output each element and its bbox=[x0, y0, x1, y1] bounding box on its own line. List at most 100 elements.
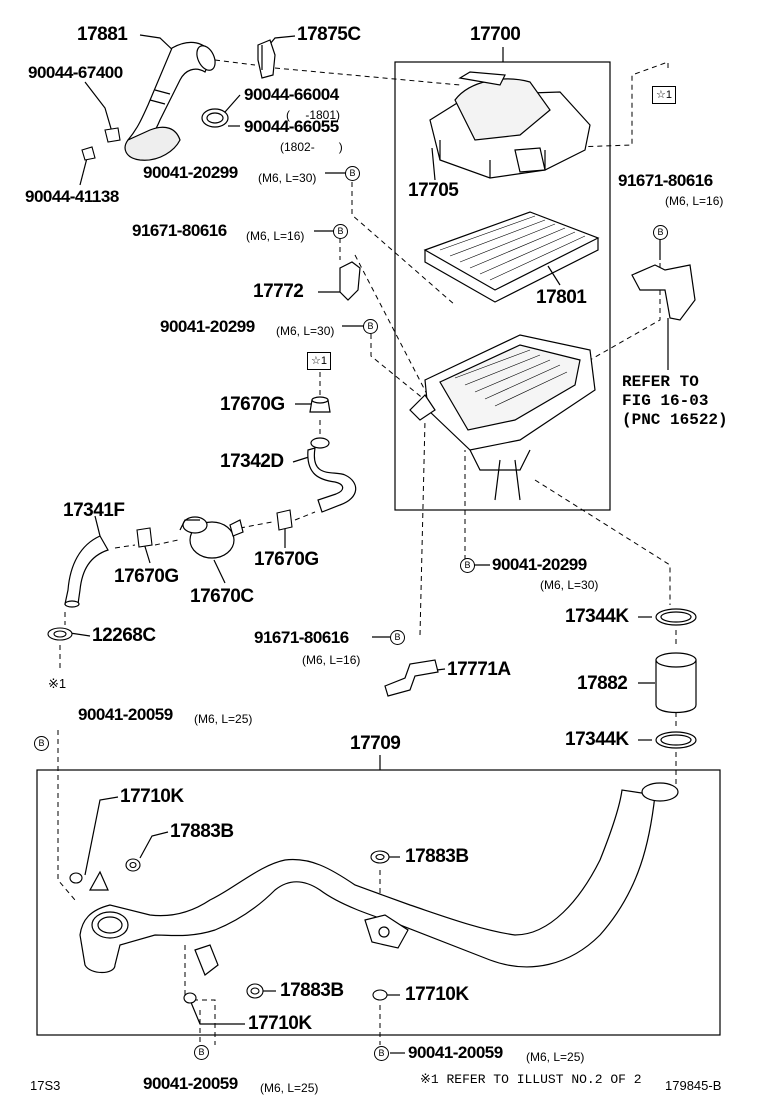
clamp-17344K-upper bbox=[655, 608, 697, 626]
label-90044-66055: 90044-66055 bbox=[244, 117, 339, 136]
label-91671-80616-a-spec: (M6, L=16) bbox=[665, 194, 724, 208]
label-90044-67400: 90044-67400 bbox=[28, 63, 123, 82]
clip-90044-67400 bbox=[104, 127, 121, 143]
dash-bracket-to-box bbox=[354, 254, 431, 401]
label-90041-20059-c-spec: (M6, L=25) bbox=[260, 1081, 319, 1095]
cap-17670G bbox=[309, 396, 331, 413]
leader-17341F bbox=[94, 515, 101, 537]
inlet-duct-17709 bbox=[79, 782, 679, 976]
dash-91671-right-to-box bbox=[589, 245, 661, 361]
label-17710K-a: 17710K bbox=[120, 786, 184, 807]
leader-90044-41138 bbox=[79, 157, 88, 186]
label-91671-80616-a: 91671-80616 bbox=[618, 171, 713, 190]
label-90041-20299-c: 90041-20299 bbox=[492, 555, 587, 574]
footer-left-code: 17S3 bbox=[30, 1078, 61, 1093]
clip-17875C bbox=[257, 39, 276, 79]
label-17344K-b: 17344K bbox=[565, 729, 629, 750]
dash-lower-left bbox=[184, 945, 216, 1045]
label-17772: 17772 bbox=[253, 281, 304, 302]
label-91671-80616-b: 91671-80616 bbox=[132, 221, 227, 240]
label-90041-20059-a-spec: (M6, L=25) bbox=[194, 712, 253, 726]
clamp-90044-66004 bbox=[201, 108, 229, 128]
label-90041-20059-a: 90041-20059 bbox=[78, 705, 173, 724]
label-90041-20299-a-spec: (M6, L=30) bbox=[258, 171, 317, 185]
inlet-duct-box-frame bbox=[36, 769, 721, 1036]
label-12268C: 12268C bbox=[92, 625, 156, 646]
hose-17342D bbox=[307, 437, 357, 513]
leader-17710K-c bbox=[189, 999, 245, 1025]
hose-17882 bbox=[655, 652, 697, 714]
clip-17710K-a bbox=[69, 872, 83, 884]
bolt-marker-bottom-left: B bbox=[194, 1045, 209, 1060]
label-17700: 17700 bbox=[470, 24, 521, 45]
bolt-marker-e: B bbox=[390, 630, 405, 645]
clip-17670G-b bbox=[136, 527, 153, 548]
refer-line-1: REFER TO bbox=[622, 373, 699, 391]
footer-drawing-no: 179845-B bbox=[665, 1078, 722, 1093]
clamp-12268C bbox=[47, 627, 73, 641]
leader-17710K-a bbox=[84, 796, 119, 876]
label-90044-66004-range: ( -1801) bbox=[286, 108, 341, 122]
bolt-marker-a: B bbox=[345, 166, 360, 181]
label-90041-20299-b-spec: (M6, L=30) bbox=[276, 324, 335, 338]
label-90041-20299-b: 90041-20299 bbox=[160, 317, 255, 336]
label-17670G-b: 17670G bbox=[114, 566, 179, 587]
label-17705: 17705 bbox=[408, 180, 459, 201]
label-91671-80616-c-spec: (M6, L=16) bbox=[302, 653, 361, 667]
dash-bolt-c bbox=[370, 334, 426, 401]
label-17771A: 17771A bbox=[447, 659, 511, 680]
clip-17670G-c bbox=[276, 509, 293, 531]
label-17710K-b: 17710K bbox=[405, 984, 469, 1005]
leader-17883B-a bbox=[139, 831, 169, 859]
grommet-17883B-b bbox=[370, 850, 390, 864]
dash-hoses bbox=[114, 544, 136, 549]
label-17875C: 17875C bbox=[297, 24, 361, 45]
dash-hose-to-17342D bbox=[294, 511, 316, 521]
star-ref-box-top: ☆1 bbox=[652, 86, 676, 104]
label-17881: 17881 bbox=[77, 24, 128, 45]
label-17801: 17801 bbox=[536, 287, 587, 308]
star-ref-box-mid: ☆1 bbox=[307, 352, 331, 370]
label-17341F: 17341F bbox=[63, 500, 125, 521]
bolt-marker-d: B bbox=[460, 558, 475, 573]
bolt-marker-right: B bbox=[653, 225, 668, 240]
label-90041-20299-a: 90041-20299 bbox=[143, 163, 238, 182]
footer-note: ※1 REFER TO ILLUST NO.2 OF 2 bbox=[420, 1072, 642, 1087]
label-17883B-c: 17883B bbox=[280, 980, 344, 1001]
bolt-marker-b: B bbox=[333, 224, 348, 239]
label-17342D: 17342D bbox=[220, 451, 284, 472]
label-90041-20059-c: 90041-20059 bbox=[143, 1074, 238, 1093]
label-17344K-a: 17344K bbox=[565, 606, 629, 627]
dash-17875C-to-17700 bbox=[274, 67, 461, 86]
dash-bolt-left bbox=[57, 730, 76, 901]
dash-hoses-2 bbox=[154, 539, 179, 546]
dash-bolt-a bbox=[351, 182, 456, 306]
label-17882: 17882 bbox=[577, 673, 628, 694]
grommet-17883B-a bbox=[125, 858, 141, 872]
leader-17705 bbox=[431, 147, 436, 181]
bolt-marker-bottom-right: B bbox=[374, 1046, 389, 1061]
clamp-17344K-lower bbox=[655, 731, 697, 749]
label-91671-80616-b-spec: (M6, L=16) bbox=[246, 229, 305, 243]
label-90044-41138: 90044-41138 bbox=[25, 187, 119, 206]
clip-90044-41138 bbox=[81, 146, 96, 161]
label-17710K-c: 17710K bbox=[248, 1013, 312, 1034]
bolt-marker-left: B bbox=[34, 736, 49, 751]
label-90044-66004: 90044-66004 bbox=[244, 85, 339, 104]
air-cleaner-case bbox=[409, 334, 596, 501]
dash-bolt-e bbox=[419, 419, 426, 636]
label-17883B-a: 17883B bbox=[170, 821, 234, 842]
leader-90044-66004 bbox=[224, 94, 241, 113]
label-90044-66055-range: (1802- ) bbox=[280, 140, 343, 154]
valve-17670C bbox=[179, 516, 244, 559]
bracket-17771A bbox=[384, 659, 439, 697]
leader-17801 bbox=[547, 265, 561, 286]
dash-star-right bbox=[547, 61, 669, 149]
label-91671-80616-c: 91671-80616 bbox=[254, 628, 349, 647]
star1-note-left: ※1 bbox=[48, 676, 67, 691]
label-17670C: 17670C bbox=[190, 586, 254, 607]
leader-90044-67400 bbox=[84, 81, 113, 133]
grommet-17883B-c bbox=[246, 983, 264, 999]
label-17670G-c: 17670G bbox=[254, 549, 319, 570]
refer-line-2: FIG 16-03 bbox=[622, 392, 709, 410]
